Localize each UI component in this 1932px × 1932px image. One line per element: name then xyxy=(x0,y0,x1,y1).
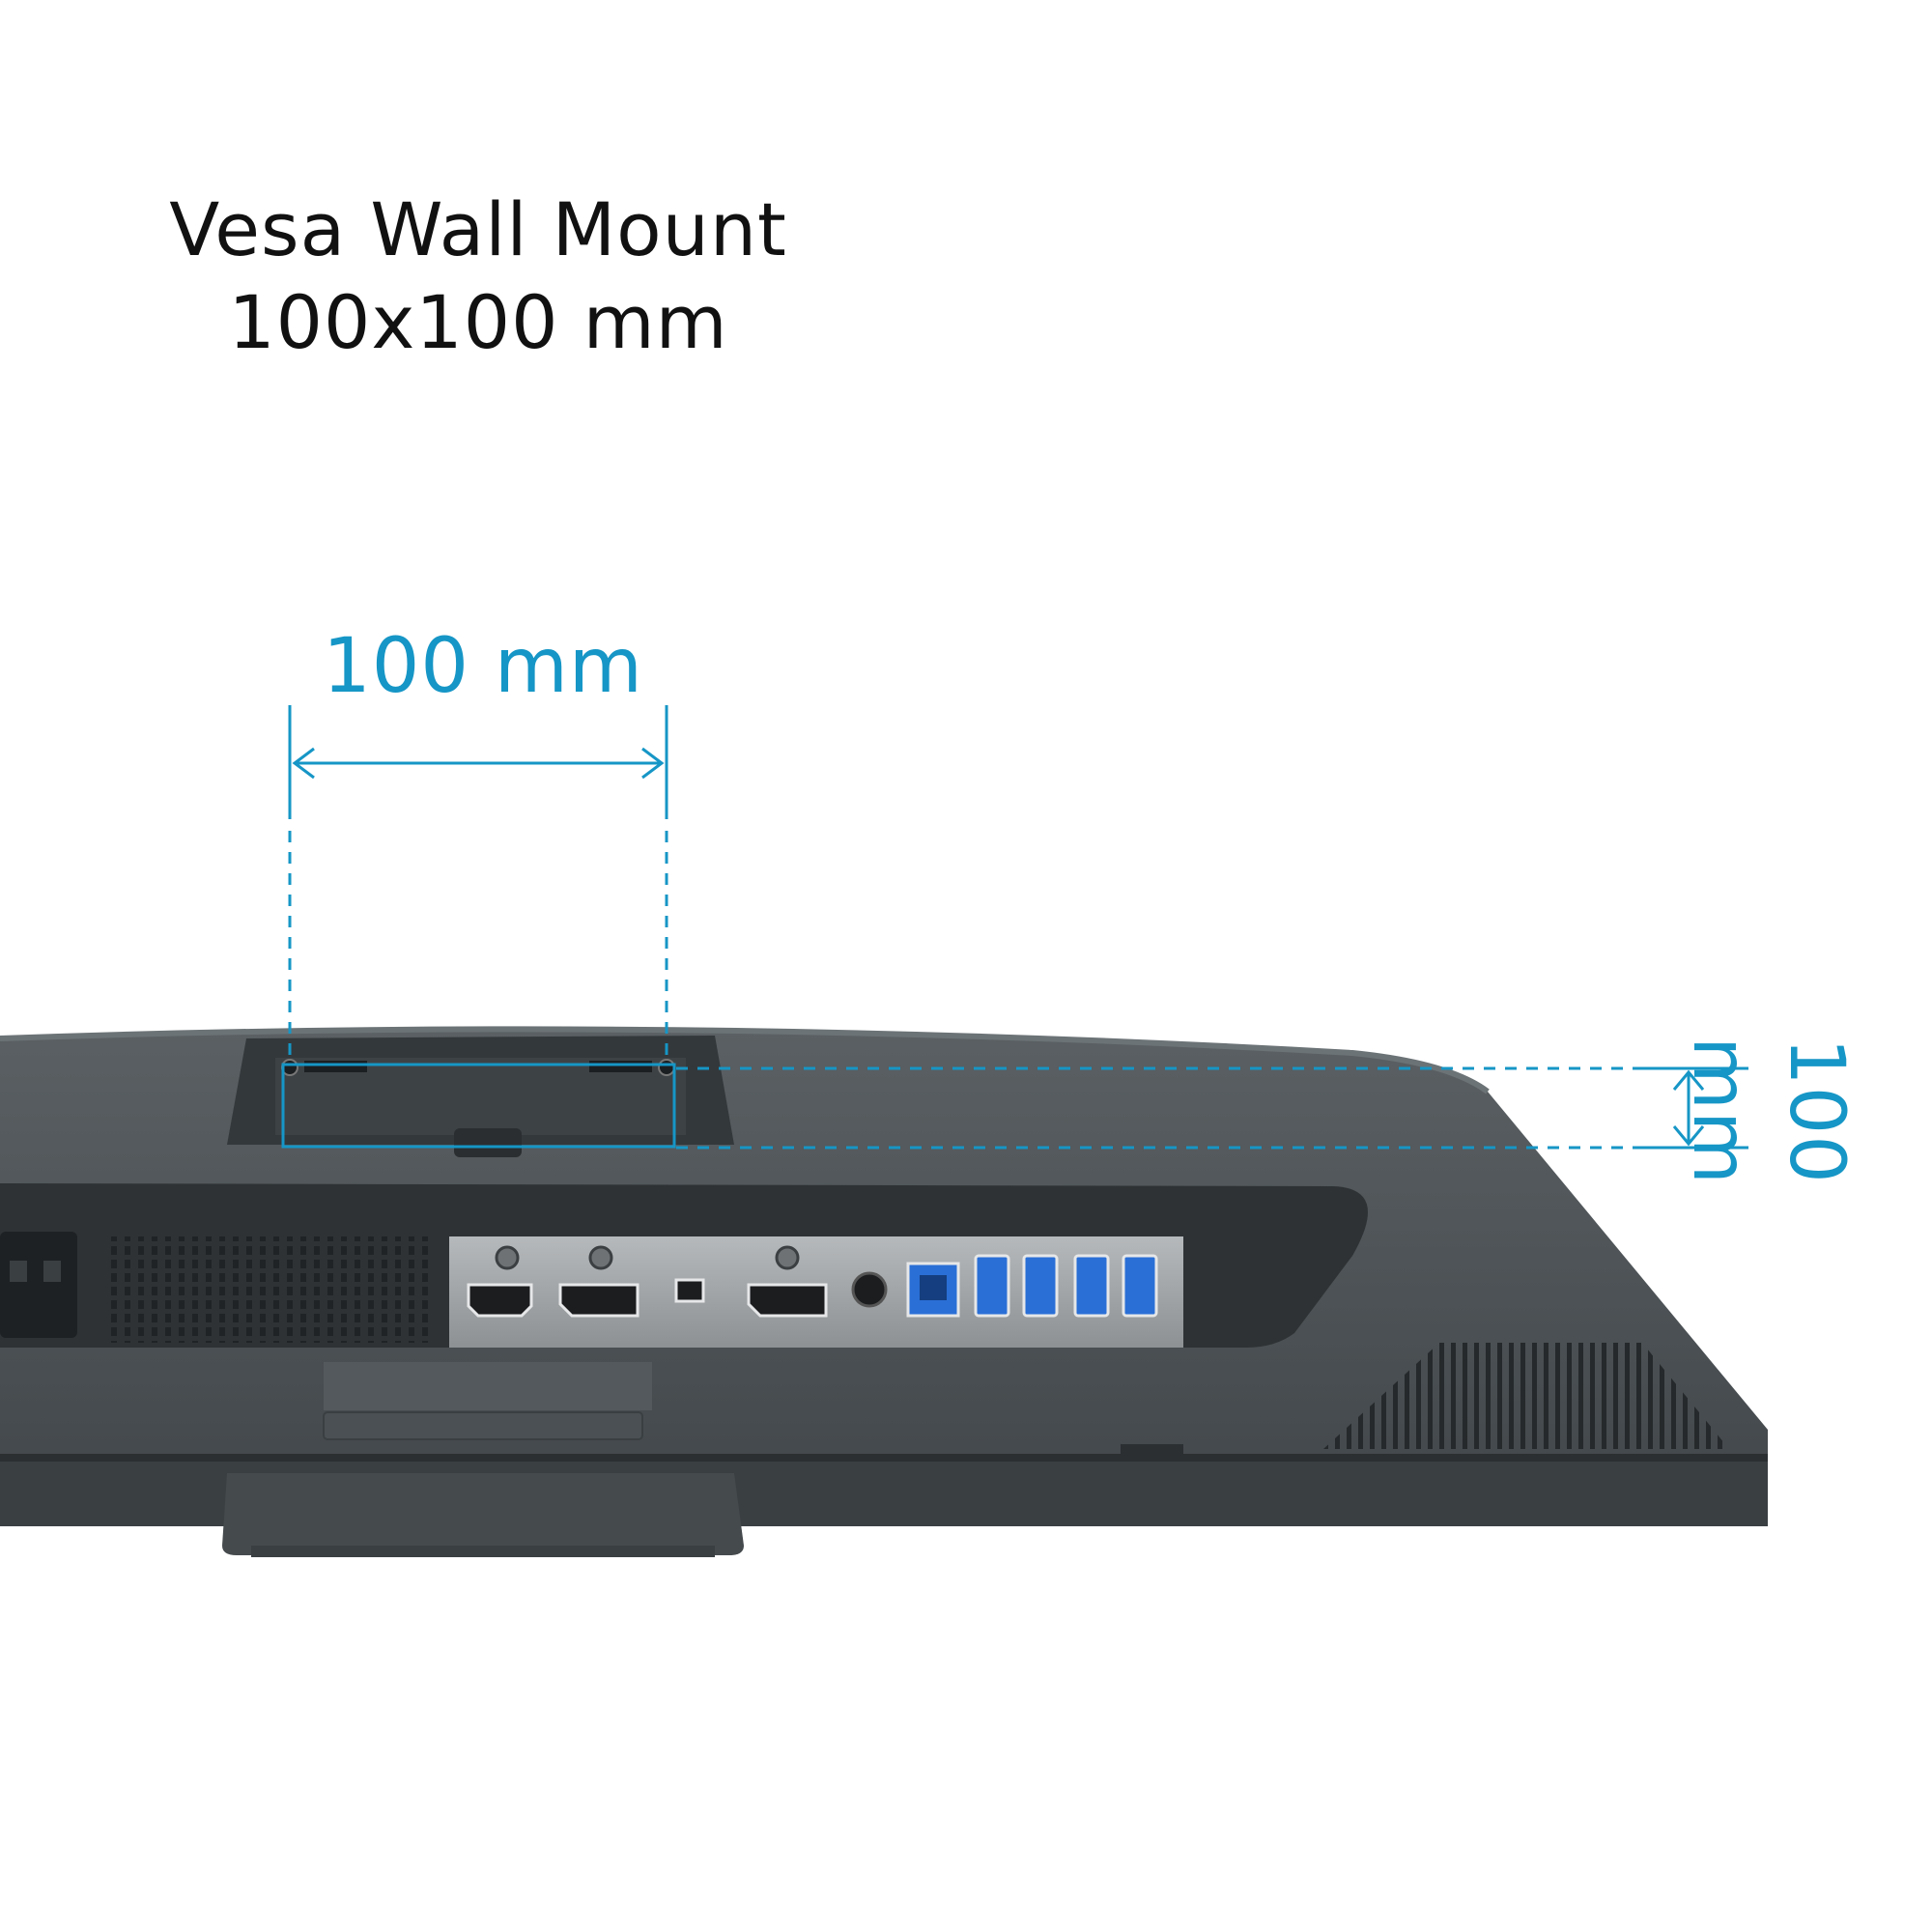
certification-marks xyxy=(323,1411,643,1440)
page-title: Vesa Wall Mount 100x100 mm xyxy=(145,184,811,369)
usb-a-port xyxy=(1122,1254,1158,1318)
hdmi-port xyxy=(467,1283,533,1318)
title-line-2: 100x100 mm xyxy=(228,279,728,365)
title-line-1: Vesa Wall Mount xyxy=(169,186,787,272)
usb-a-ports xyxy=(974,1254,1158,1318)
mini-displayport-port xyxy=(674,1278,705,1303)
displayport-out-port xyxy=(747,1283,828,1318)
vent-grille xyxy=(106,1236,435,1343)
power-socket xyxy=(0,1232,77,1338)
label-plate xyxy=(324,1362,652,1410)
usb-a-port xyxy=(1022,1254,1059,1318)
horizontal-dimension-label: 100 mm xyxy=(323,623,643,710)
stand-base xyxy=(222,1473,744,1555)
displayport-in-port xyxy=(558,1283,639,1318)
usb-a-port xyxy=(1073,1254,1110,1318)
side-vent xyxy=(1323,1343,1729,1449)
vesa-screw-hole xyxy=(658,1059,675,1076)
vertical-dimension-label: 100 mm xyxy=(1676,1037,1860,1185)
usb-a-port xyxy=(974,1254,1010,1318)
headphone-jack xyxy=(851,1271,888,1308)
